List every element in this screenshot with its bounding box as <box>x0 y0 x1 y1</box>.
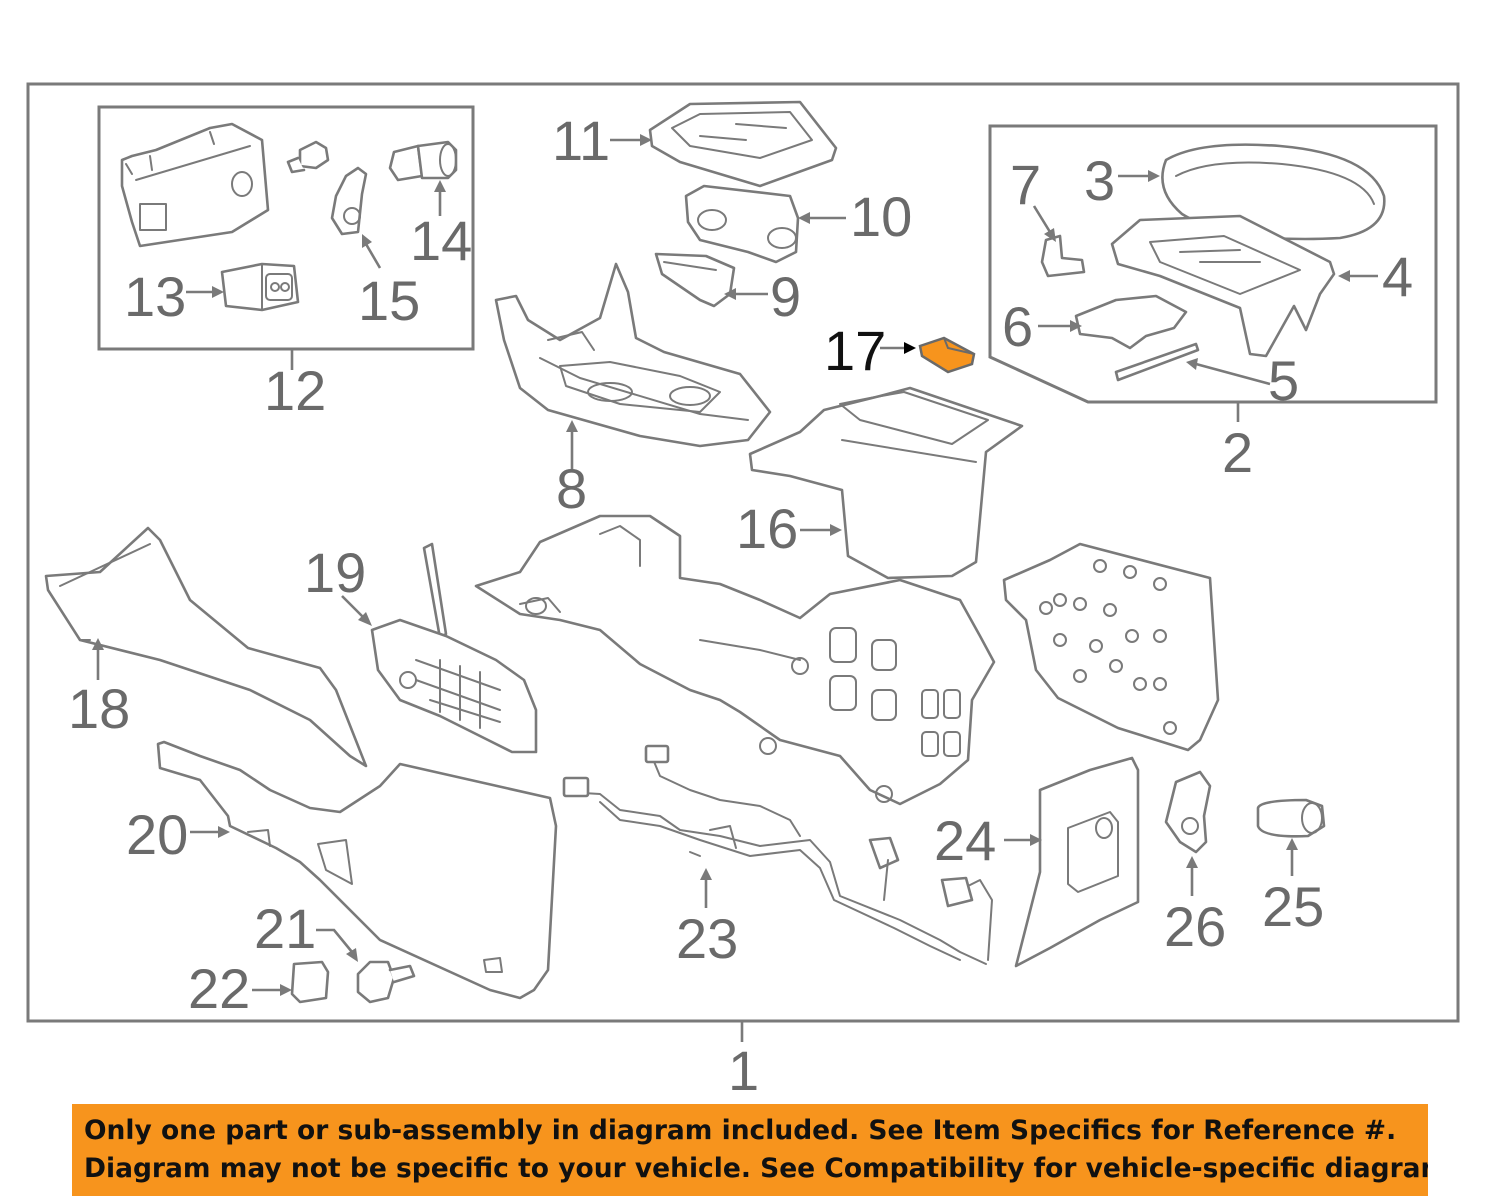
leader-lines <box>92 134 1378 1042</box>
callout-3: 3 <box>1084 149 1115 212</box>
callout-15: 15 <box>358 269 420 332</box>
part-17-highlighted[interactable] <box>918 336 976 374</box>
callout-22: 22 <box>188 957 250 1020</box>
callout-9: 9 <box>770 265 801 328</box>
notice-line-2: Diagram may not be specific to your vehi… <box>84 1153 1428 1184</box>
callout-26: 26 <box>1164 895 1226 958</box>
part-armrest-lid-3 <box>1161 143 1386 241</box>
part-bracket-12 <box>120 122 270 248</box>
callout-4: 4 <box>1382 245 1413 308</box>
part-tray-cover-11 <box>648 100 838 188</box>
callout-20: 20 <box>126 803 188 866</box>
callout-24: 24 <box>934 809 996 872</box>
part-switch-13 <box>220 262 300 312</box>
callout-11: 11 <box>552 109 610 172</box>
callout-23: 23 <box>676 907 738 970</box>
part-storage-bin-16 <box>748 386 1024 580</box>
callout-6: 6 <box>1002 295 1033 358</box>
assembly-frame <box>26 82 1460 1023</box>
part-side-panel-18 <box>44 526 368 768</box>
callout-19: 19 <box>304 541 366 604</box>
callout-7: 7 <box>1010 153 1041 216</box>
part-hinge-6 <box>1074 294 1188 350</box>
part-switch-26 <box>1164 770 1212 854</box>
notice-line-1: Only one part or sub-assembly in diagram… <box>84 1115 1397 1146</box>
part-plug-14 <box>388 140 458 182</box>
callout-16: 16 <box>736 497 798 560</box>
callout-25: 25 <box>1262 875 1324 938</box>
callout-1: 1 <box>728 1039 759 1100</box>
callout-17[interactable]: 17 <box>824 319 886 382</box>
notice-banner: Only one part or sub-assembly in diagram… <box>72 1104 1428 1196</box>
callout-21: 21 <box>254 897 316 960</box>
part-knob-25 <box>1256 798 1326 838</box>
part-trim-cover-24 <box>1014 756 1140 968</box>
parts-diagram: 11 10 9 8 12 13 14 15 3 7 4 6 5 2 17 16 … <box>26 82 1460 1100</box>
part-armrest-base-4 <box>1110 214 1336 358</box>
part-trim-plate-8 <box>494 262 772 448</box>
callout-12: 12 <box>264 359 326 422</box>
part-right-panel <box>1002 542 1220 752</box>
part-cupholder-10 <box>684 184 800 264</box>
group-box-2 <box>988 124 1438 404</box>
callout-14: 14 <box>410 209 472 272</box>
part-rod-5 <box>1114 342 1200 382</box>
part-bolt-21 <box>356 960 416 1004</box>
callout-13: 13 <box>124 265 186 328</box>
part-shifter-19 <box>370 542 538 754</box>
callout-10: 10 <box>850 185 912 248</box>
group-box-12 <box>97 105 475 351</box>
part-switch-15 <box>330 166 368 236</box>
part-clip <box>286 140 330 174</box>
part-cap-22 <box>290 960 330 1004</box>
callout-5: 5 <box>1268 349 1299 412</box>
part-lower-panel-20 <box>156 740 558 1000</box>
callout-8: 8 <box>556 457 587 520</box>
part-insert-9 <box>654 252 736 308</box>
callout-2: 2 <box>1222 421 1253 484</box>
part-wiring-harness-23 <box>562 744 993 965</box>
part-latch-7 <box>1040 234 1086 278</box>
callout-18: 18 <box>68 677 130 740</box>
part-console-frame-1 <box>474 514 996 806</box>
